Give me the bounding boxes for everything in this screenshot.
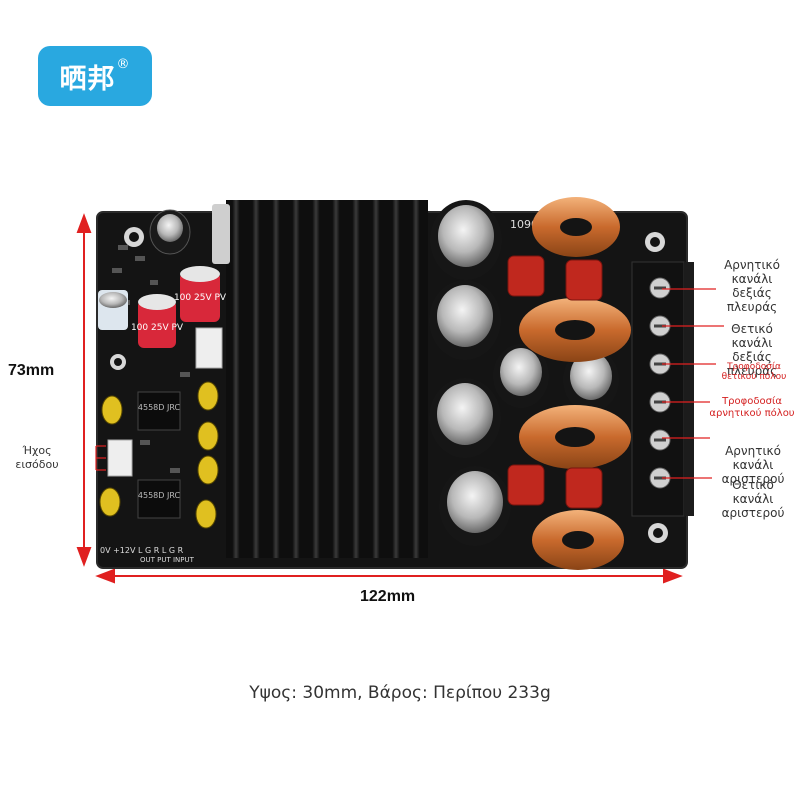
red-capacitor-2: 100 25V PV	[174, 266, 227, 322]
label-left-positive: Θετικό κανάλι αριστερού	[721, 478, 785, 520]
toroid-inductors	[519, 197, 631, 570]
filter-capacitors	[429, 200, 619, 546]
silk-output-input: OUT PUT INPUT	[140, 556, 195, 564]
board-model: 1090	[510, 218, 538, 231]
red-capacitor-1: 100 25V PV	[131, 294, 184, 348]
label-supply-negative: Τροφοδοσία αρνητικού πόλου	[709, 396, 795, 419]
height-label: 73mm	[8, 362, 55, 379]
brand-name: 晒邦	[59, 63, 116, 95]
brand-logo: 晒邦®	[38, 46, 152, 106]
cap-label-1: 100 25V PV	[131, 323, 184, 333]
chip-label-1: 4558D JRC	[138, 403, 181, 412]
terminal-block	[631, 261, 694, 517]
label-right-positive: Θετικό κανάλι δεξιάς πλευράς	[726, 322, 778, 378]
chip-label-2: 4558D JRC	[138, 491, 181, 500]
label-input-audio: Ήχος εισόδου	[15, 444, 59, 471]
label-supply-positive: Τροφοδοσία θετικού πόλου	[721, 362, 787, 382]
silk-power-io: 0V +12V L G R L G R	[100, 546, 184, 555]
spec-caption: Υψος: 30mm, Βάρος: Περίπου 233g	[249, 683, 551, 703]
width-label: 122mm	[360, 588, 416, 605]
width-dimension-arrow	[95, 568, 683, 584]
label-right-negative: Αρνητικό κανάλι δεξιάς πλευράς	[724, 258, 780, 314]
label-left-negative: Αρνητικό κανάλι αριστερού	[721, 444, 785, 486]
heatsink	[212, 200, 428, 558]
height-dimension-arrow	[76, 213, 92, 567]
registered-mark: ®	[116, 56, 131, 72]
cap-label-2: 100 25V PV	[174, 293, 227, 303]
